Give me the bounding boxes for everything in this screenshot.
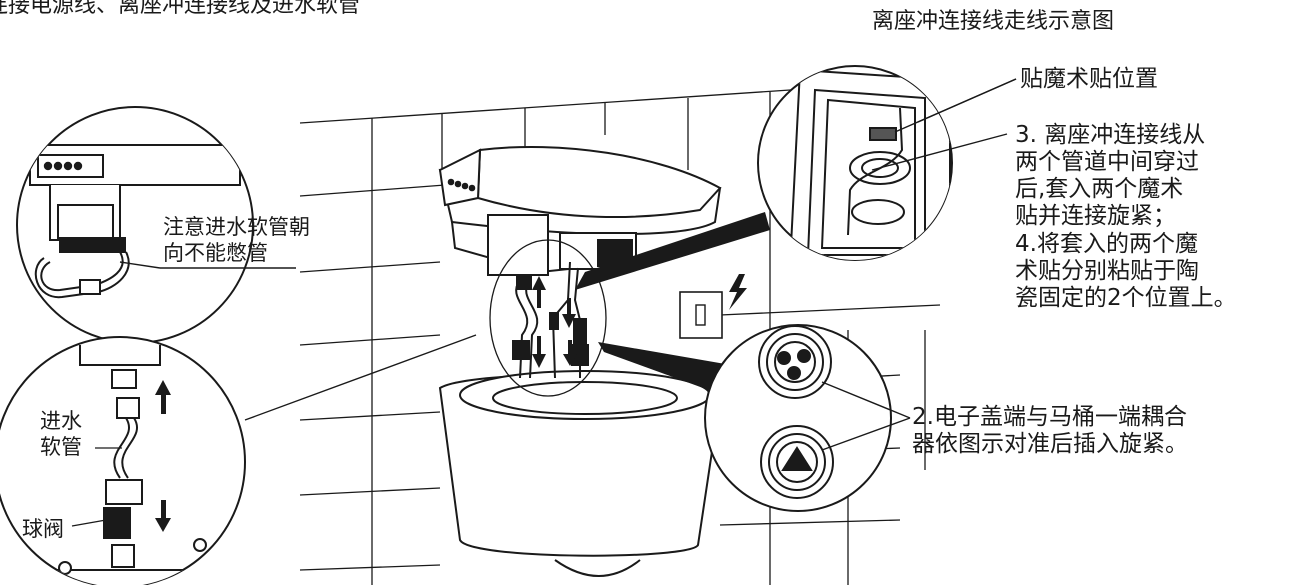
label-inlet-hose: 进水 软管 — [40, 408, 82, 460]
note-step4-line: 瓷固定的2个位置上。 — [1015, 285, 1237, 311]
connector-parts — [512, 276, 589, 366]
detail-circle-coupler — [704, 324, 892, 512]
leader-step2-b — [821, 417, 911, 451]
arrow-down-icon — [532, 336, 546, 368]
note-step3-line: 3. 离座冲连接线从 — [1015, 122, 1206, 148]
arrow-up-icon — [532, 276, 546, 308]
step-title-left: 连接电源线、离座冲连接线及进水软管 — [0, 0, 361, 18]
note-step2-line: 器依图示对准后插入旋紧。 — [912, 431, 1188, 457]
arrow-down-icon — [562, 298, 576, 328]
note-step3-line: 两个管道中间穿过 — [1015, 149, 1199, 175]
note-step4-line: 术贴分别粘贴于陶 — [1015, 258, 1199, 284]
leader-hose-note — [119, 261, 161, 269]
label-velcro-position: 贴魔术贴位置 — [1020, 66, 1158, 92]
leader-step2-a — [821, 381, 911, 419]
coupler-lower — [760, 425, 834, 499]
detail-region-ring — [489, 239, 607, 397]
label-inlet-hose-line: 软管 — [40, 435, 82, 459]
toilet-bowl — [438, 370, 722, 577]
note-step4: 4.将套入的两个魔 术贴分别粘贴于陶 瓷固定的2个位置上。 — [1015, 231, 1237, 312]
note-hose-direction: 注意进水软管朝 向不能憋管 — [163, 214, 310, 266]
note-step2: 2.电子盖端与马桶一端耦合 器依图示对准后插入旋紧。 — [912, 404, 1188, 458]
wedge-to-wiring-detail — [575, 212, 770, 290]
arrow-up-icon — [155, 380, 171, 414]
note-step3-line: 贴并连接旋紧； — [1015, 203, 1176, 229]
note-step3-line: 后,套入两个魔术 — [1015, 176, 1184, 202]
label-ball-valve: 球阀 — [22, 517, 64, 541]
lightning-icon — [729, 274, 747, 310]
note-step4-line: 4.将套入的两个魔 — [1015, 231, 1198, 257]
note-step2-line: 2.电子盖端与马桶一端耦合 — [912, 404, 1187, 430]
note-hose-line: 向不能憋管 — [163, 241, 268, 265]
coupler-upper — [758, 325, 832, 399]
leader-to-left-detail — [244, 334, 477, 421]
arrow-down-icon — [155, 500, 171, 532]
label-inlet-hose-line: 进水 — [40, 409, 82, 433]
toilet-seat-unit — [438, 145, 722, 276]
diagram-title-right: 离座冲连接线走线示意图 — [872, 9, 1115, 34]
arrow-down-icon — [563, 340, 577, 366]
note-hose-line: 注意进水软管朝 — [163, 215, 310, 239]
note-step3: 3. 离座冲连接线从 两个管道中间穿过 后,套入两个魔术 贴并连接旋紧； — [1015, 122, 1205, 230]
leader-ball-valve — [71, 519, 107, 527]
leader-step3 — [871, 133, 1008, 171]
leader-velcro-b — [917, 78, 1017, 123]
